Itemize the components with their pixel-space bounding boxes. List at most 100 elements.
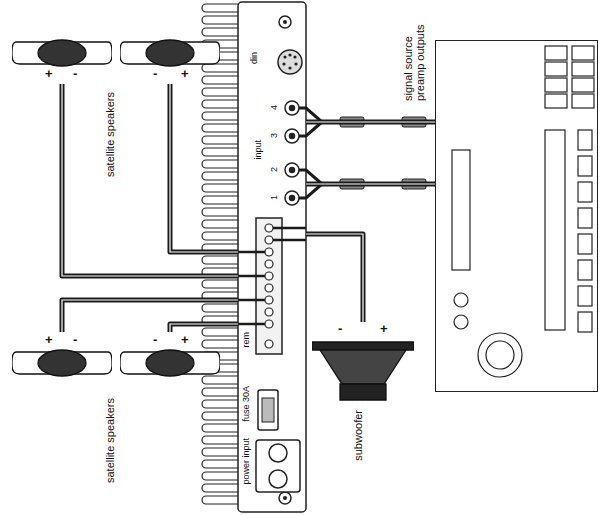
group-label: satellite speakers — [104, 398, 116, 483]
heatsink-fin — [202, 28, 238, 36]
heatsink-fin — [202, 376, 238, 384]
cable-core — [306, 234, 363, 322]
heatsink-fin — [202, 136, 238, 144]
rca-input-jacks — [285, 101, 299, 205]
heatsink-fin — [202, 112, 238, 120]
terminal-screw — [265, 284, 273, 292]
part-label: 2 — [270, 167, 280, 172]
speaker-wire — [306, 120, 435, 125]
heatsink-fin — [202, 64, 238, 72]
terminal-block — [256, 218, 282, 354]
terminal-screw — [265, 224, 273, 232]
part-label: 1 — [270, 195, 280, 200]
cable-core — [306, 183, 435, 184]
satellite-speaker: +- — [12, 34, 112, 84]
speaker-shape — [12, 332, 112, 382]
heatsink-fin — [202, 184, 238, 192]
speaker-shape — [120, 332, 220, 382]
speaker-outline — [38, 40, 86, 66]
heatsink-fin — [202, 460, 238, 468]
speaker-wire — [170, 84, 238, 252]
heatsink-fin — [202, 280, 238, 288]
speaker-wire — [170, 324, 238, 332]
polarity-sign: - — [153, 67, 157, 81]
heatsink-fin — [202, 76, 238, 84]
part-label: din — [250, 52, 260, 64]
heatsink-fin — [202, 256, 238, 264]
din-connector — [278, 50, 302, 74]
heatsink-fin — [202, 424, 238, 432]
terminal-screw — [265, 248, 273, 256]
heatsink-fin — [202, 388, 238, 396]
heatsink-fin — [202, 124, 238, 132]
speaker-shape — [12, 34, 112, 84]
cable — [62, 84, 238, 276]
subwoofer: subwoofer-+ — [312, 322, 414, 402]
terminal-screw — [265, 320, 273, 328]
cable-core — [170, 84, 238, 252]
heatsink-fin — [202, 148, 238, 156]
heatsink-fin — [202, 4, 238, 12]
heatsink-fin — [202, 340, 238, 348]
polarity-sign: - — [153, 333, 157, 347]
cable — [306, 184, 435, 185]
terminal-screw — [265, 308, 273, 316]
terminal-screw — [265, 340, 273, 348]
heatsink-fin — [202, 232, 238, 240]
internal-wires — [238, 228, 306, 324]
cable — [306, 234, 363, 322]
heatsink-fin — [202, 484, 238, 492]
speaker-wire — [62, 300, 238, 332]
group-label: satellite speakers — [104, 92, 116, 177]
speaker-shape — [120, 34, 220, 84]
heatsink-fin — [202, 400, 238, 408]
power-input-terminal — [256, 440, 300, 492]
part-label: input — [254, 140, 264, 160]
polarity-sign: + — [380, 322, 388, 336]
part-label: subwoofer — [352, 410, 364, 461]
cable-core — [306, 121, 435, 122]
part-label: signal source preamp outputs — [402, 5, 426, 101]
heatsink-fin — [202, 448, 238, 456]
speaker-outline — [146, 350, 194, 376]
rca-plugs — [340, 117, 426, 189]
mount-hole — [279, 492, 291, 504]
satellite-speaker: -+ — [120, 332, 220, 382]
cable-core — [170, 324, 238, 332]
terminal-screw — [265, 236, 273, 244]
terminal-screw — [265, 260, 273, 268]
cable — [170, 324, 238, 332]
cable-core — [62, 300, 238, 332]
signal-source: signal source preamp outputs — [435, 40, 598, 392]
speaker-outline — [340, 384, 386, 400]
heatsink-fin — [202, 328, 238, 336]
speaker-wire — [306, 234, 363, 322]
speaker-wire — [306, 182, 435, 187]
cable — [62, 300, 238, 332]
amplifier: din4321inputremfuse 30Apower input — [238, 2, 306, 512]
speaker-outline — [146, 40, 194, 66]
terminal-screw — [265, 296, 273, 304]
heatsink-fin — [202, 160, 238, 168]
heatsink-fin — [202, 196, 238, 204]
part-label: 3 — [270, 133, 280, 138]
head-unit-controls — [452, 46, 594, 377]
part-label: 4 — [270, 105, 280, 110]
heatsink-fin — [202, 88, 238, 96]
heatsink-fin — [202, 208, 238, 216]
polarity-sign: - — [73, 333, 77, 347]
fuse — [258, 390, 278, 430]
heatsink-fin — [202, 472, 238, 480]
amplifier-plate — [238, 2, 306, 512]
polarity-sign: + — [45, 333, 53, 347]
cable-core — [62, 84, 238, 276]
part-label: power input — [242, 438, 252, 485]
polarity-sign: + — [181, 333, 189, 347]
heatsink-fin — [202, 220, 238, 228]
speaker-wire — [62, 84, 238, 276]
heatsink-fin — [202, 100, 238, 108]
polarity-sign: - — [73, 67, 77, 81]
subwoofer-shape — [312, 322, 414, 402]
heatsink-fin — [202, 304, 238, 312]
